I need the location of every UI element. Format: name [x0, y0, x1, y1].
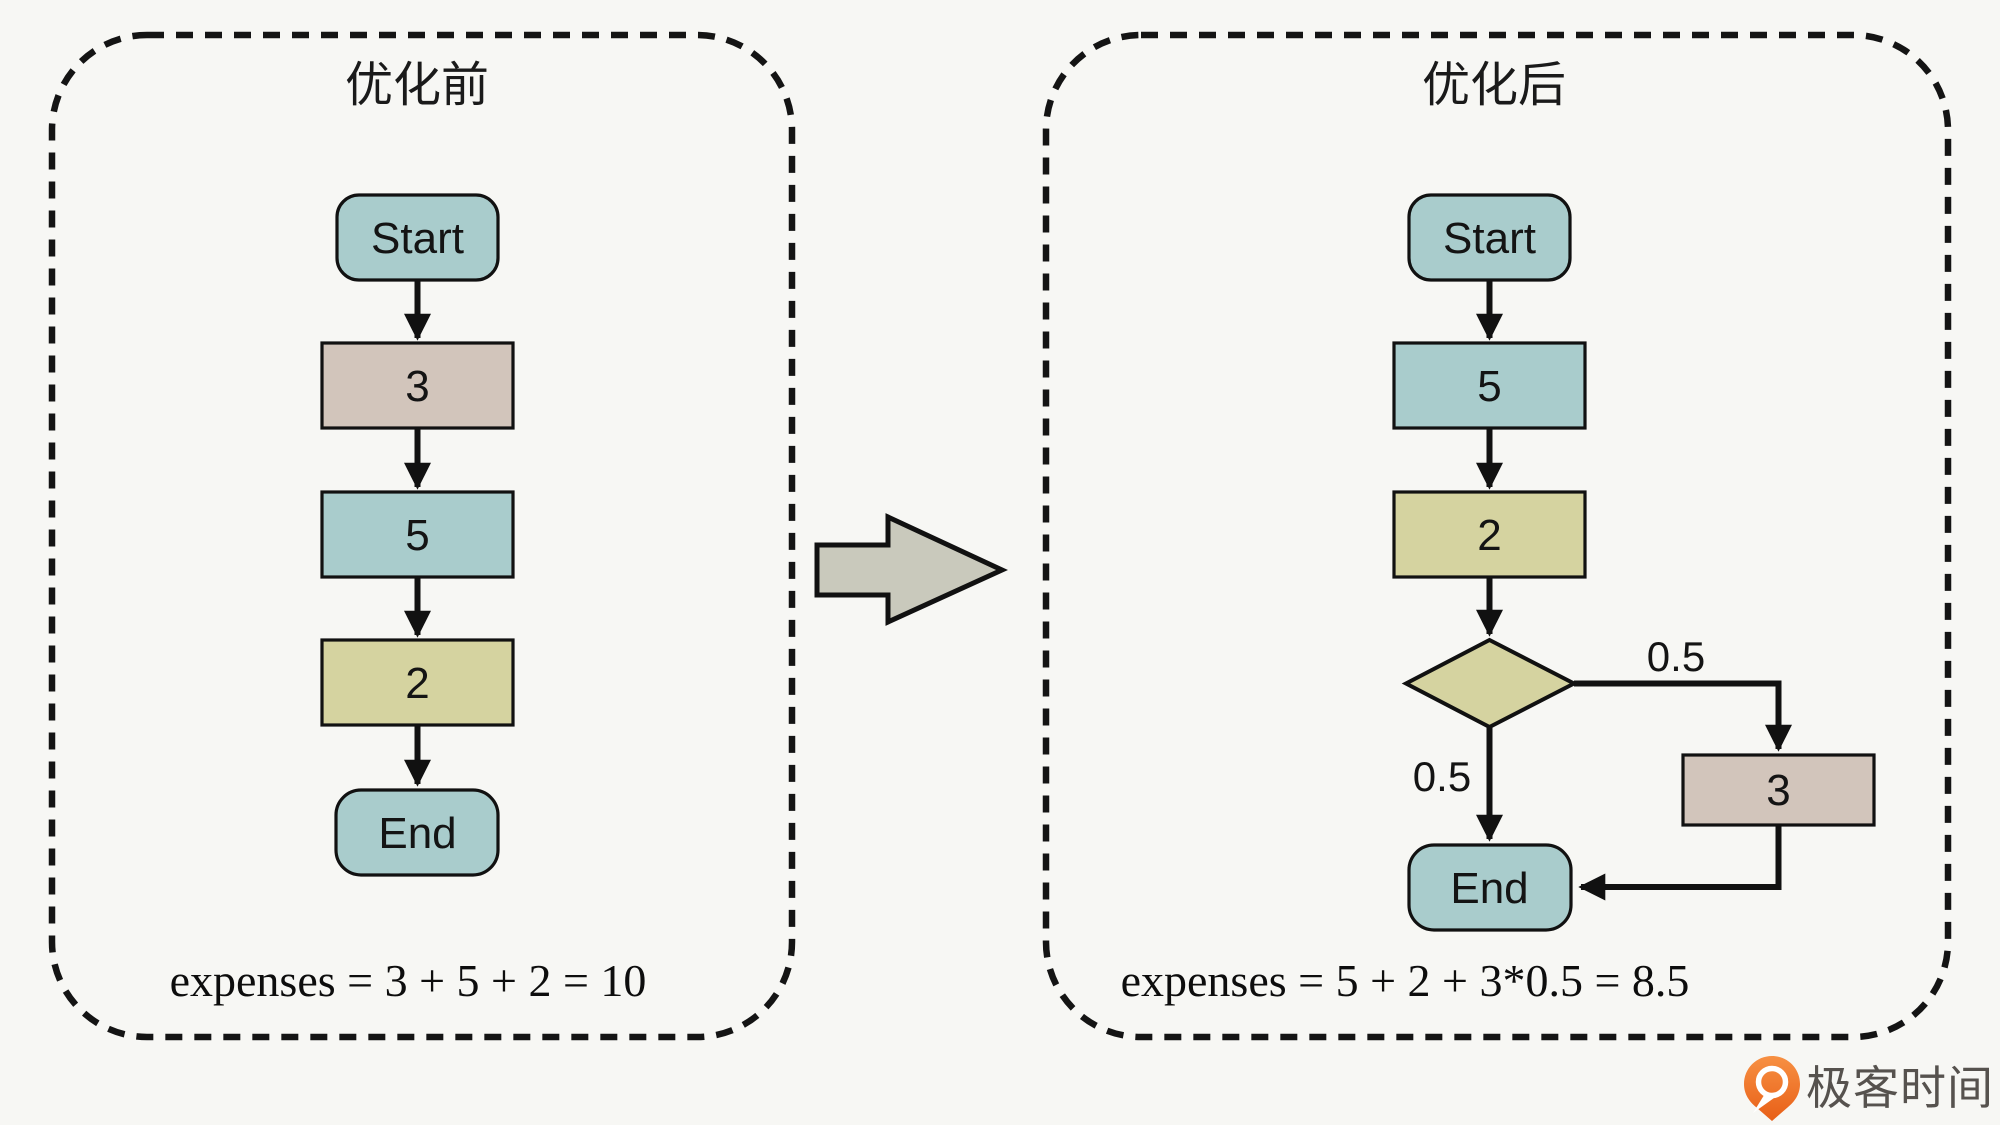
after-cost3-node — [1681, 753, 1876, 827]
after-cost5-label: 5 — [1477, 362, 1501, 411]
panel-before-title: 优化前 — [345, 59, 489, 112]
panel-after-title: 优化后 — [1422, 59, 1566, 112]
before-cost5-node — [320, 490, 515, 579]
before-end-label: End — [378, 809, 456, 858]
before-cost2-label: 2 — [405, 659, 429, 708]
after-cost5-node — [1392, 341, 1587, 430]
after-branch-probability-down: 0.5 — [1413, 753, 1471, 800]
after-end-node — [1407, 843, 1573, 932]
after-cost3-label: 3 — [1766, 766, 1790, 815]
before-end-node — [334, 788, 500, 877]
geektime-logo-icon — [1744, 1056, 1800, 1121]
geektime-logo: 极客时间 — [1744, 1056, 1994, 1121]
after-cost2-label: 2 — [1477, 511, 1501, 560]
before-start-node — [335, 193, 500, 282]
after-expenses-formula: expenses = 5 + 2 + 3*0.5 = 8.5 — [1121, 955, 1690, 1006]
logo-tail — [1753, 1092, 1774, 1113]
after-arrow-3-to-end — [1578, 825, 1782, 901]
after-start-node — [1407, 193, 1572, 282]
after-arrow-decision-to-3 — [1574, 680, 1792, 752]
after-branch-probability-right: 0.5 — [1647, 633, 1705, 680]
after-start-label: Start — [1443, 214, 1536, 263]
transition-arrow-icon — [814, 513, 1008, 626]
before-expenses-formula: expenses = 3 + 5 + 2 = 10 — [170, 955, 647, 1006]
panel-before-dashed-border — [48, 31, 796, 1041]
logo-pin-shape — [1744, 1056, 1800, 1121]
before-cost3-label: 3 — [405, 362, 429, 411]
panel-after-dashed-border — [1042, 31, 1952, 1041]
geektime-logo-text: 极客时间 — [1806, 1062, 1994, 1114]
before-cost5-label: 5 — [405, 511, 429, 560]
panel-before: 优化前 Start 3 5 2 End expenses = 3 + 5 + 2… — [48, 31, 796, 1041]
after-end-label: End — [1450, 864, 1528, 913]
after-decision-diamond — [1401, 637, 1579, 730]
before-cost2-node — [320, 638, 515, 727]
logo-ring — [1755, 1065, 1789, 1099]
before-cost3-node — [320, 341, 515, 430]
panel-after: 优化后 Start 5 2 0.5 3 0.5 End expenses = 5… — [1042, 31, 1952, 1041]
before-start-label: Start — [371, 214, 464, 263]
after-cost2-node — [1392, 490, 1587, 579]
